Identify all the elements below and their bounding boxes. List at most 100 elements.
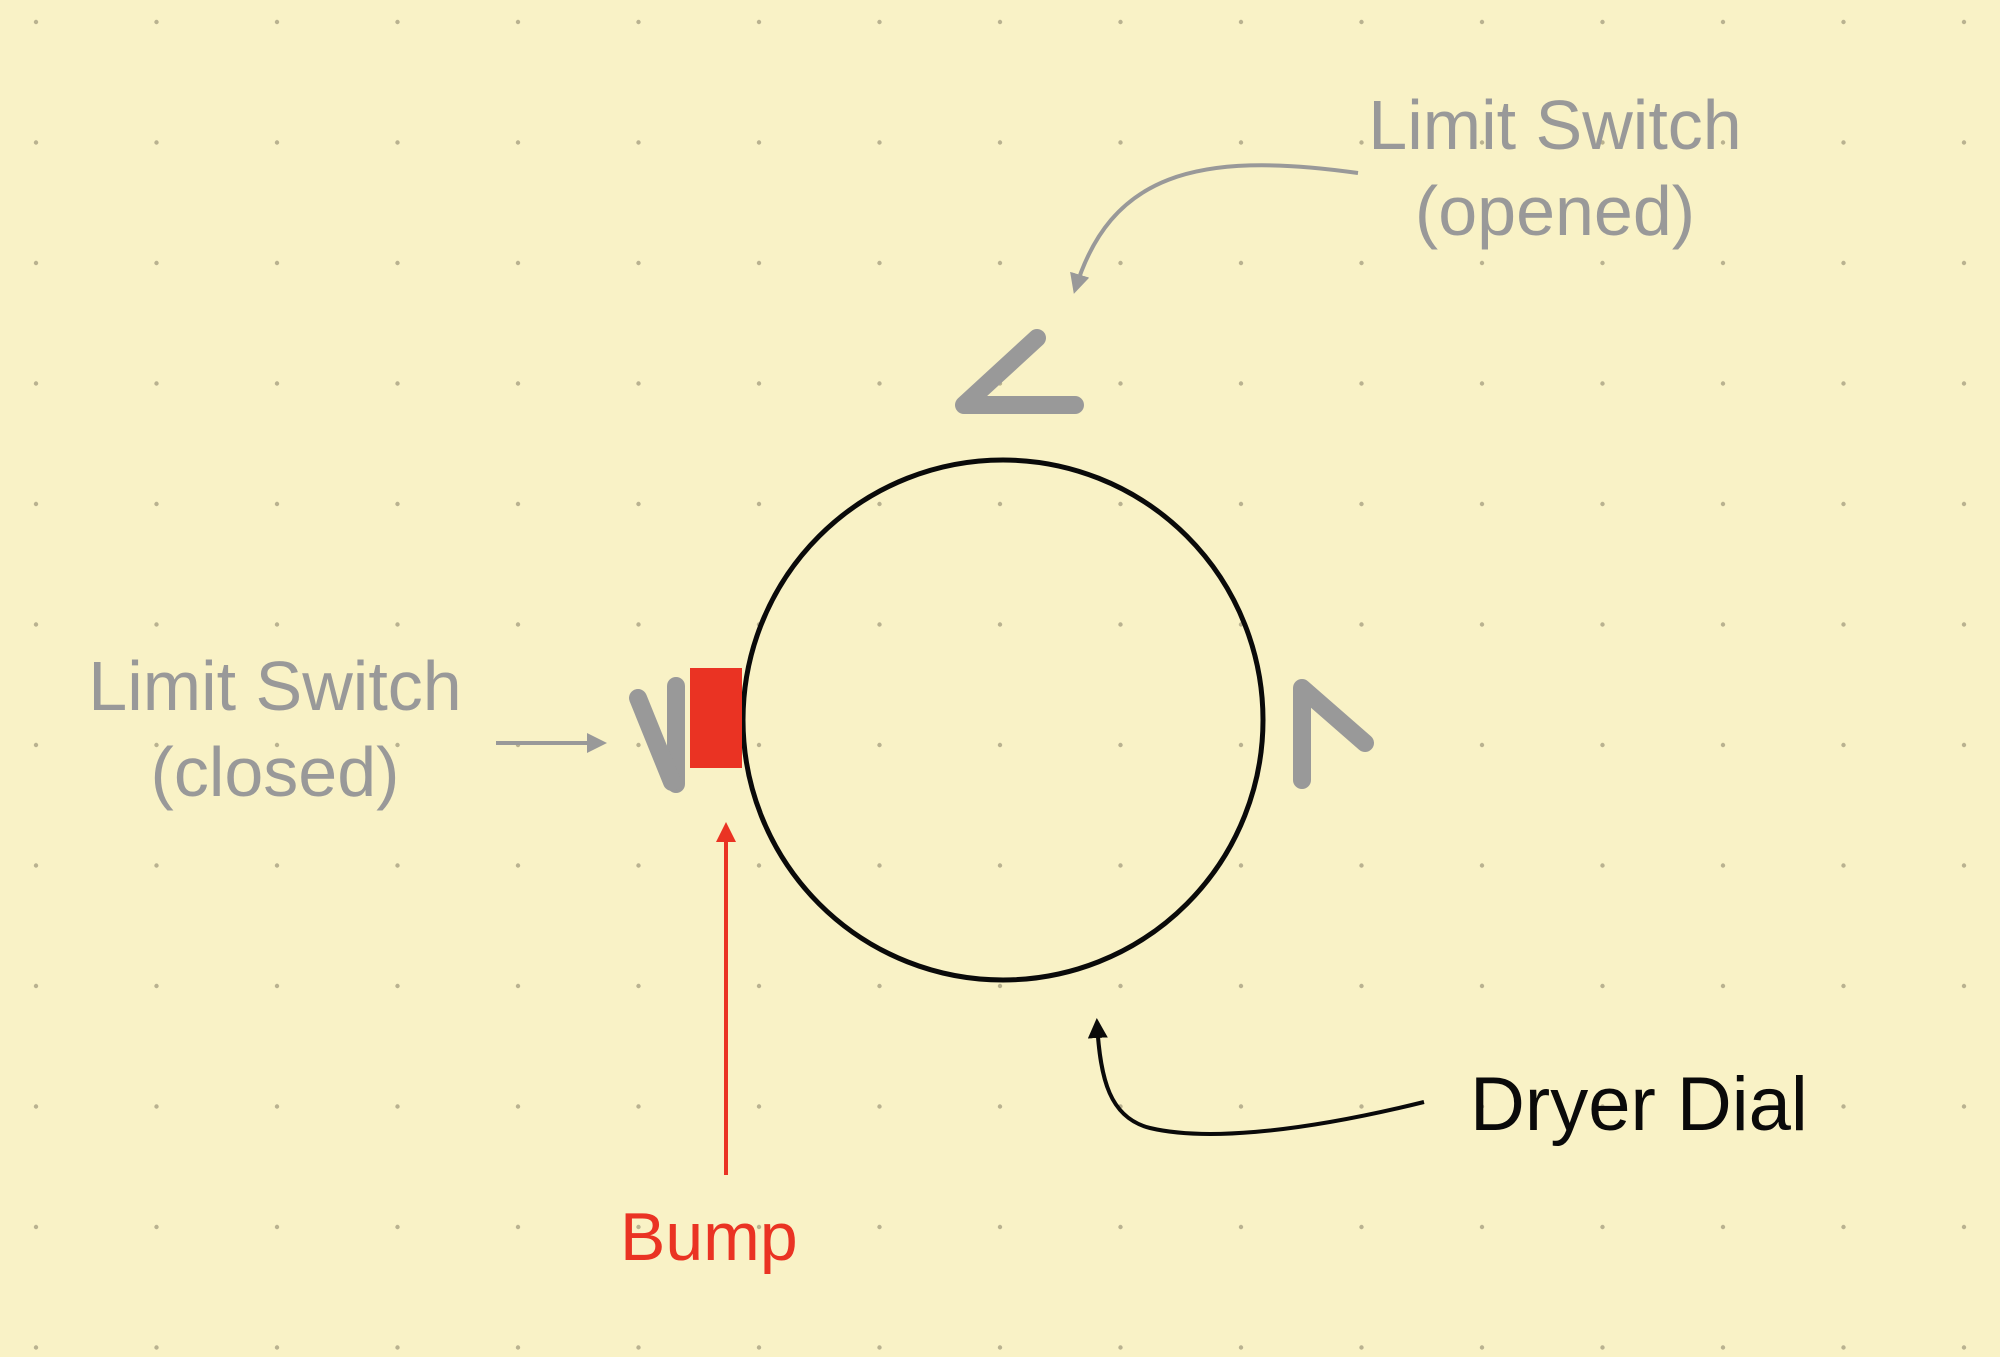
grid-dot [1359, 260, 1364, 266]
grid-dot [33, 1104, 39, 1109]
limit-switch-right-icon [1293, 679, 1374, 789]
grid-dot [1479, 1224, 1485, 1230]
grid-dot [1238, 1104, 1244, 1109]
grid-dot [1961, 1104, 1967, 1109]
grid-dot [636, 260, 641, 266]
grid-dot [33, 983, 39, 989]
grid-dot [1961, 1345, 1967, 1350]
grid-dot [395, 1224, 400, 1230]
grid-dot [1961, 19, 1967, 25]
grid-dot [877, 1104, 882, 1109]
bump-label: Bump [620, 1199, 798, 1275]
limit-switch-closed-icon [629, 677, 685, 793]
grid-dot [636, 863, 641, 868]
grid-dot [33, 140, 39, 145]
grid-dot [1720, 1104, 1726, 1109]
grid-dot [1359, 501, 1364, 507]
grid-dot [756, 140, 762, 145]
grid-dot [997, 1224, 1003, 1230]
grid-dot [1841, 863, 1846, 868]
grid-dot [154, 140, 159, 145]
grid-dot [1479, 1104, 1485, 1109]
grid-dot [33, 1224, 39, 1230]
grid-dot [1238, 863, 1244, 868]
grid-dot [1359, 381, 1364, 386]
grid-dot [1238, 260, 1244, 266]
grid-dot [1961, 863, 1967, 868]
grid-dot [1600, 1224, 1605, 1230]
grid-dot [997, 863, 1003, 868]
grid-dot [877, 983, 882, 989]
grid-dot [515, 260, 521, 266]
grid-dot [877, 19, 882, 25]
grid-dot [997, 622, 1003, 627]
grid-dot [1118, 1345, 1123, 1350]
grid-dot [395, 19, 400, 25]
grid-dot [636, 140, 641, 145]
grid-dot [1479, 140, 1485, 145]
grid-dot [877, 501, 882, 507]
grid-dot [395, 381, 400, 386]
grid-dot [1961, 140, 1967, 145]
grid-dot [877, 140, 882, 145]
grid-dot [515, 381, 521, 386]
grid-dot [997, 1104, 1003, 1109]
dryer-dial-label: Dryer Dial [1470, 1062, 1808, 1147]
grid-dot [515, 501, 521, 507]
grid-dot [154, 260, 159, 266]
grid-dot [395, 622, 400, 627]
grid-dot [1118, 140, 1123, 145]
grid-dot [1359, 140, 1364, 145]
grid-dot [1720, 742, 1726, 748]
grid-dot [636, 1104, 641, 1109]
grid-dot [1841, 501, 1846, 507]
grid-dot [1600, 863, 1605, 868]
grid-dot [1600, 1345, 1605, 1350]
grid-dot [154, 1224, 159, 1230]
grid-dot [395, 260, 400, 266]
grid-dot [274, 742, 280, 748]
grid-dot [1118, 381, 1123, 386]
grid-dot [1359, 1224, 1364, 1230]
grid-dot [1359, 19, 1364, 25]
grid-dot [1961, 501, 1967, 507]
grid-dot [997, 501, 1003, 507]
bump-block [690, 668, 742, 768]
limit-switch-closed-label: Limit Switch (closed) [50, 651, 500, 807]
limit-switch-opened-label-line2: (opened) [1414, 172, 1696, 250]
grid-dot [395, 1345, 400, 1350]
grid-dot [1841, 140, 1846, 145]
grid-dot [1238, 140, 1244, 145]
grid-dot [756, 742, 762, 748]
grid-dot [1841, 260, 1846, 266]
grid-dot [1720, 140, 1726, 145]
grid-dot [1479, 983, 1485, 989]
grid-dot [1359, 863, 1364, 868]
grid-dot [1479, 381, 1485, 386]
grid-dot [33, 501, 39, 507]
grid-dot [1841, 1104, 1846, 1109]
grid-dot [1841, 983, 1846, 989]
grid-dot [756, 260, 762, 266]
grid-dot [1600, 742, 1605, 748]
grid-dot [515, 19, 521, 25]
grid-dot [1600, 501, 1605, 507]
grid-dot [395, 140, 400, 145]
grid-dot [1720, 622, 1726, 627]
grid-dot [636, 19, 641, 25]
grid-dot [1720, 381, 1726, 386]
grid-dot [756, 381, 762, 386]
grid-dot [154, 501, 159, 507]
grid-dot [1479, 501, 1485, 507]
grid-dot [33, 381, 39, 386]
grid-dot [515, 863, 521, 868]
grid-dot [154, 381, 159, 386]
grid-dot [1841, 622, 1846, 627]
grid-dot [997, 140, 1003, 145]
grid-dot [1961, 742, 1967, 748]
grid-dot [756, 19, 762, 25]
grid-dot [1961, 1224, 1967, 1230]
grid-dot [154, 622, 159, 627]
grid-dot [877, 863, 882, 868]
grid-dot [274, 19, 280, 25]
